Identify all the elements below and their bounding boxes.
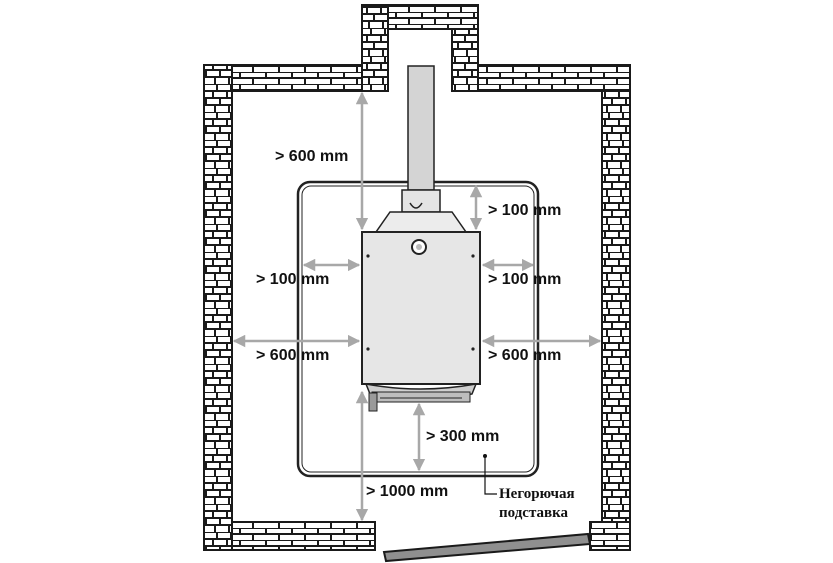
label-right-top: > 100 mm (488, 202, 561, 219)
label-below-heater: > 300 mm (426, 428, 499, 445)
brick-walls (203, 4, 631, 551)
label-top-clearance: > 600 mm (275, 148, 348, 165)
chimney-left (361, 4, 389, 92)
water-heater (361, 231, 481, 412)
top-wall-right (477, 64, 631, 92)
dimension-arrows (232, 91, 602, 522)
chimney-top (387, 4, 479, 30)
label-right-outer: > 600 mm (488, 347, 561, 364)
note-line-1: Негорючая (499, 486, 575, 502)
chimney-right (451, 28, 479, 92)
label-right-inner: > 100 mm (488, 271, 561, 288)
label-left-inner: > 100 mm (256, 271, 329, 288)
door (382, 532, 592, 563)
right-wall (601, 90, 631, 551)
bottom-wall-right (589, 521, 631, 551)
flue-pipe (401, 65, 441, 213)
left-wall (203, 64, 233, 551)
note-leader (483, 454, 497, 495)
top-wall-left (231, 64, 363, 92)
bottom-wall-left (231, 521, 376, 551)
label-left-outer: > 600 mm (256, 347, 329, 364)
note-line-2: подставка (499, 505, 569, 521)
label-floor-to-heater: > 1000 mm (366, 483, 448, 500)
